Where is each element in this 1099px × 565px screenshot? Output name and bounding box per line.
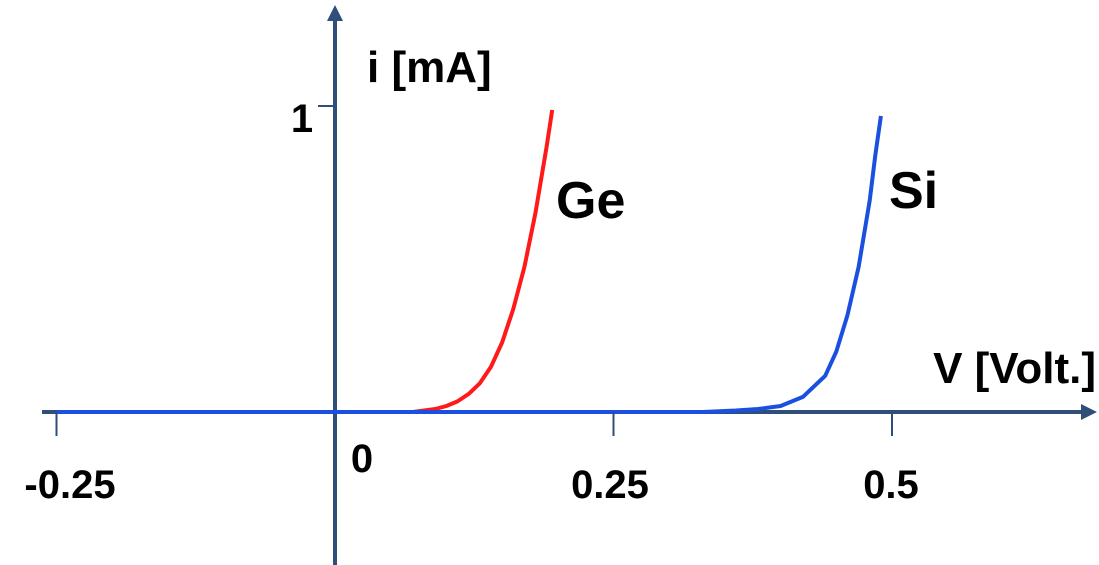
series-line-ge <box>56 109 555 414</box>
x-tick-label: 0 <box>351 437 373 481</box>
x-axis-arrowhead <box>1081 404 1097 420</box>
y-axis-arrowhead <box>327 5 343 21</box>
x-tick-label: 0.25 <box>571 463 649 507</box>
tick-layer: -0.25 0 0.25 0.5 1 <box>24 97 918 507</box>
x-axis-label: V [Volt.] <box>933 344 1096 393</box>
y-tick-label: 1 <box>291 97 313 141</box>
series-line-si <box>56 115 883 414</box>
x-tick-label: -0.25 <box>24 463 115 507</box>
y-axis-label: i [mA] <box>367 43 492 92</box>
x-tick-label: 0.5 <box>863 463 919 507</box>
series-label-ge: Ge <box>556 172 625 230</box>
series-label-si: Si <box>889 162 938 220</box>
series-layer <box>56 109 883 414</box>
